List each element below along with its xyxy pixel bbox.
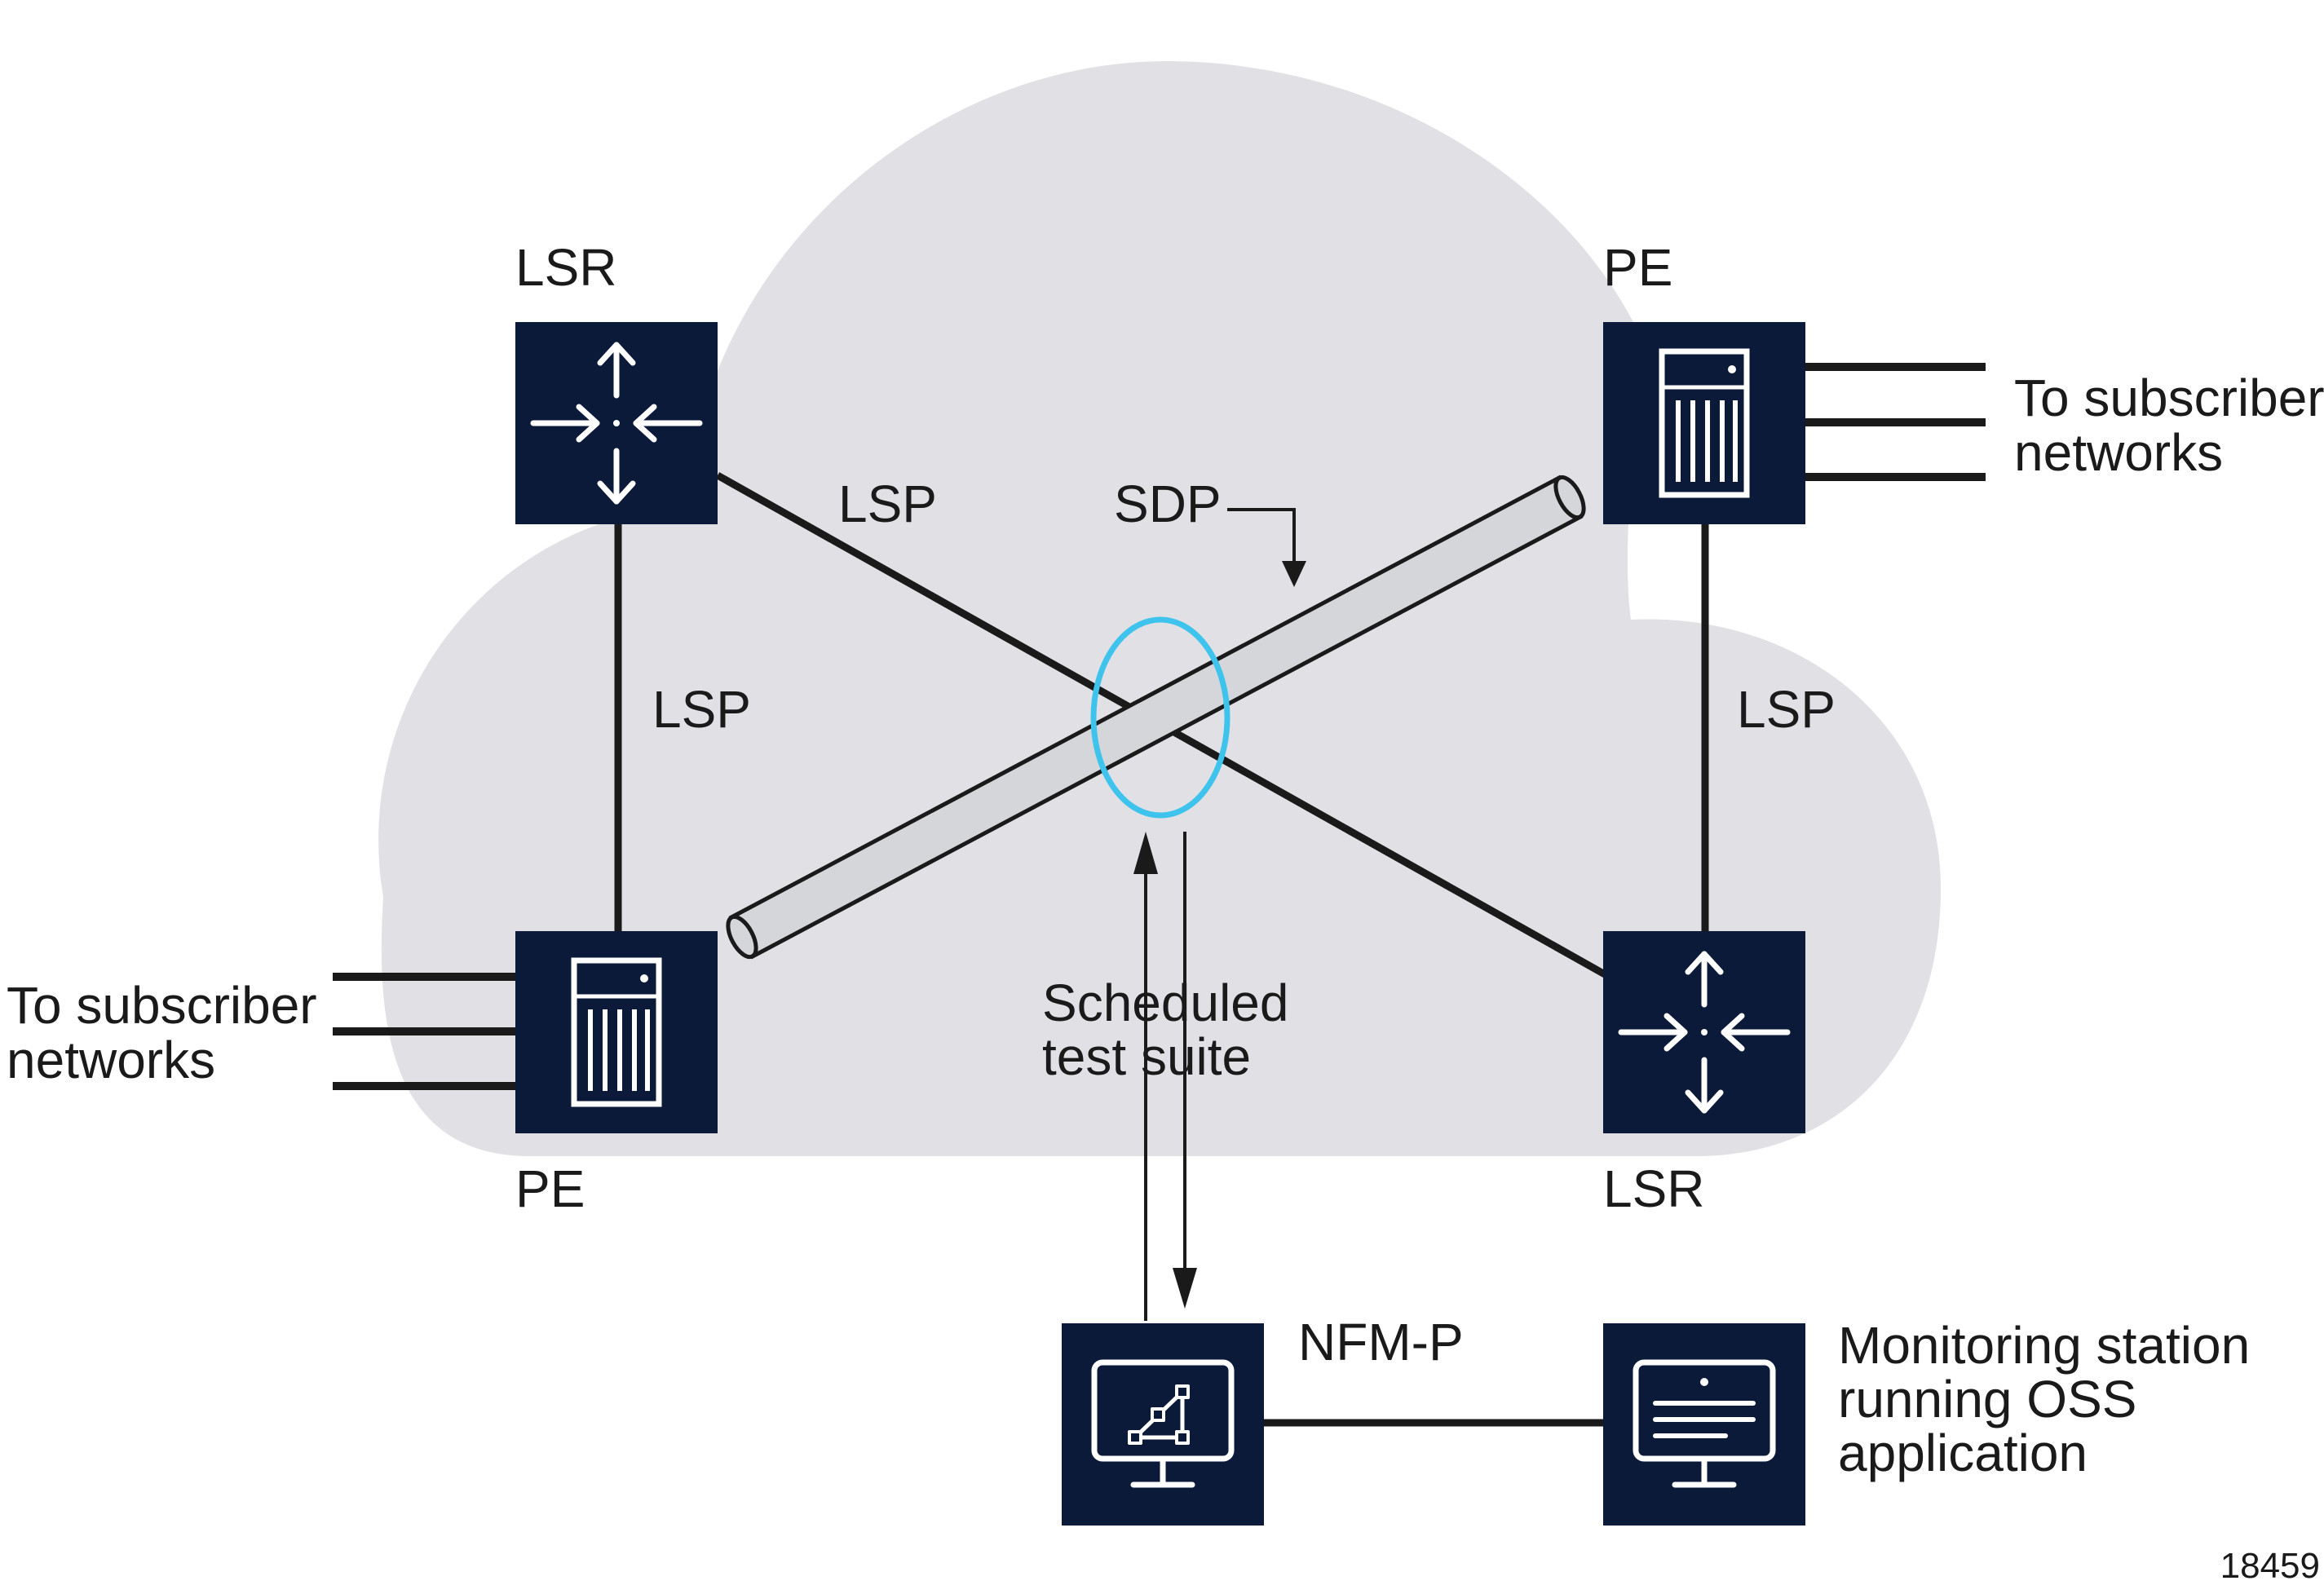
arrow-up-head bbox=[1133, 832, 1158, 874]
sdp-label: SDP bbox=[1114, 475, 1222, 533]
monitor-document-icon bbox=[1633, 1359, 1776, 1488]
monitoring-label-line3: application bbox=[1838, 1424, 2088, 1482]
subscriber-left-line1: To subscriber bbox=[7, 976, 317, 1035]
server-rack-icon bbox=[571, 957, 662, 1107]
test-suite-line1: Scheduled bbox=[1042, 974, 1288, 1032]
network-cloud bbox=[378, 61, 1941, 1156]
server-rack-icon bbox=[1659, 348, 1750, 498]
nfm-p-label: NFM-P bbox=[1298, 1313, 1464, 1371]
subscriber-lines-right bbox=[1802, 363, 1986, 481]
test-suite-line2: test suite bbox=[1042, 1027, 1251, 1086]
test-suite-arrows bbox=[1133, 832, 1197, 1321]
lsp-right-label: LSP bbox=[1737, 680, 1836, 739]
monitoring-label-line1: Monitoring station bbox=[1838, 1316, 2250, 1375]
lsr-top-label: LSR bbox=[515, 238, 617, 297]
lsp-left-label: LSP bbox=[652, 680, 751, 739]
subscriber-left-line2: networks bbox=[7, 1031, 215, 1089]
arrow-down-head bbox=[1173, 1268, 1197, 1309]
lsp-diagonal-label: LSP bbox=[838, 475, 937, 533]
subscriber-right-line2: networks bbox=[2014, 423, 2223, 482]
sdp-callout-arrow bbox=[1227, 508, 1306, 587]
pe-bottom-label: PE bbox=[515, 1159, 585, 1218]
lsr-bottom-node[interactable] bbox=[1603, 931, 1805, 1133]
monitoring-label-line2: running OSS bbox=[1838, 1370, 2136, 1428]
router-arrows-icon bbox=[1618, 951, 1791, 1114]
monitoring-station-node[interactable] bbox=[1603, 1323, 1805, 1526]
figure-number: 18459 bbox=[2220, 1546, 2320, 1586]
pe-bottom-node[interactable] bbox=[515, 931, 718, 1133]
subscriber-right-line1: To subscriber bbox=[2014, 369, 2324, 427]
pe-top-node[interactable] bbox=[1603, 322, 1805, 524]
sdp-tunnel bbox=[726, 475, 1586, 960]
router-arrows-icon bbox=[530, 342, 703, 505]
test-point-highlight bbox=[1090, 616, 1230, 819]
nfm-p-node[interactable] bbox=[1062, 1323, 1264, 1526]
subscriber-lines-left bbox=[333, 973, 518, 1090]
lsr-top-node[interactable] bbox=[515, 322, 718, 524]
lsr-bottom-label: LSR bbox=[1603, 1159, 1705, 1218]
monitor-network-icon bbox=[1091, 1359, 1235, 1488]
pe-top-label: PE bbox=[1603, 238, 1672, 297]
